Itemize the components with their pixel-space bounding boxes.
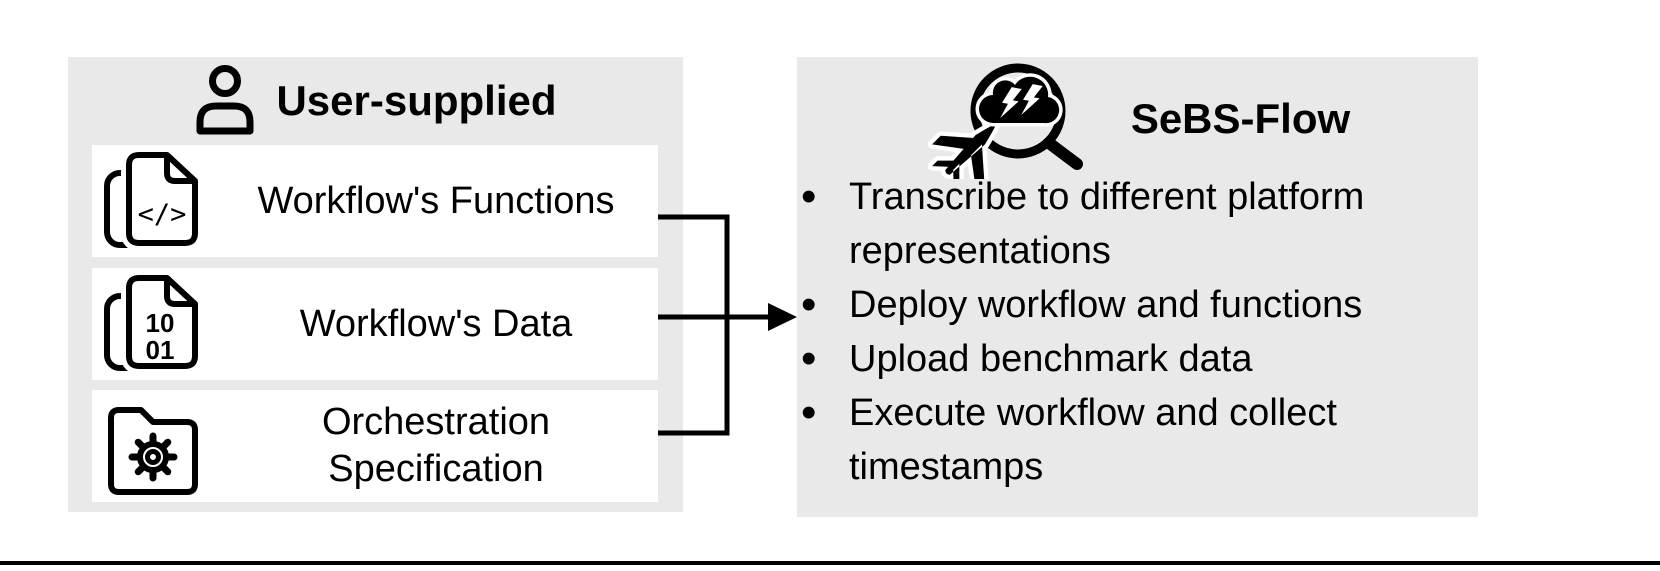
bullet-list: Transcribe to different platform represe… bbox=[797, 170, 1478, 494]
left-panel-title: User-supplied bbox=[276, 77, 557, 124]
box-workflow-functions: </> Workflow's Functions bbox=[92, 145, 658, 257]
box-label: Workflow's Functions bbox=[257, 179, 615, 222]
bullet-item: Upload benchmark data bbox=[797, 332, 1478, 386]
bullet-item: Deploy workflow and functions bbox=[797, 278, 1478, 332]
box-workflow-data: 10 01 Workflow's Data bbox=[92, 268, 658, 380]
bullet-item: Execute workflow and collect timestamps bbox=[797, 386, 1478, 494]
cloud-lightning-icon bbox=[975, 72, 1063, 127]
code-file-icon: </> bbox=[92, 151, 214, 251]
sebs-flow-logo-icon bbox=[925, 59, 1093, 179]
box-orchestration-spec: Orchestration Specification bbox=[92, 390, 658, 502]
binary-text-top: 10 bbox=[146, 308, 175, 338]
user-supplied-panel: User-supplied </> Workflow's Functions bbox=[68, 57, 683, 512]
data-file-icon: 10 01 bbox=[92, 274, 214, 374]
binary-text-bottom: 01 bbox=[146, 335, 175, 365]
right-panel-header: SeBS-Flow bbox=[797, 57, 1478, 180]
box-label: Orchestration Specification bbox=[321, 401, 551, 490]
bullet-item: Transcribe to different platform represe… bbox=[797, 170, 1478, 278]
code-glyph-text: </> bbox=[138, 199, 187, 230]
right-panel-title: SeBS-Flow bbox=[1130, 94, 1351, 142]
person-icon bbox=[194, 65, 256, 137]
folder-gear-icon bbox=[92, 396, 214, 496]
left-panel-header: User-supplied bbox=[68, 57, 683, 145]
sebs-flow-panel: SeBS-Flow Transcribe to different platfo… bbox=[797, 57, 1478, 517]
bottom-rule bbox=[0, 561, 1660, 565]
arrowhead-icon bbox=[768, 303, 797, 331]
box-label: Workflow's Data bbox=[299, 302, 573, 345]
